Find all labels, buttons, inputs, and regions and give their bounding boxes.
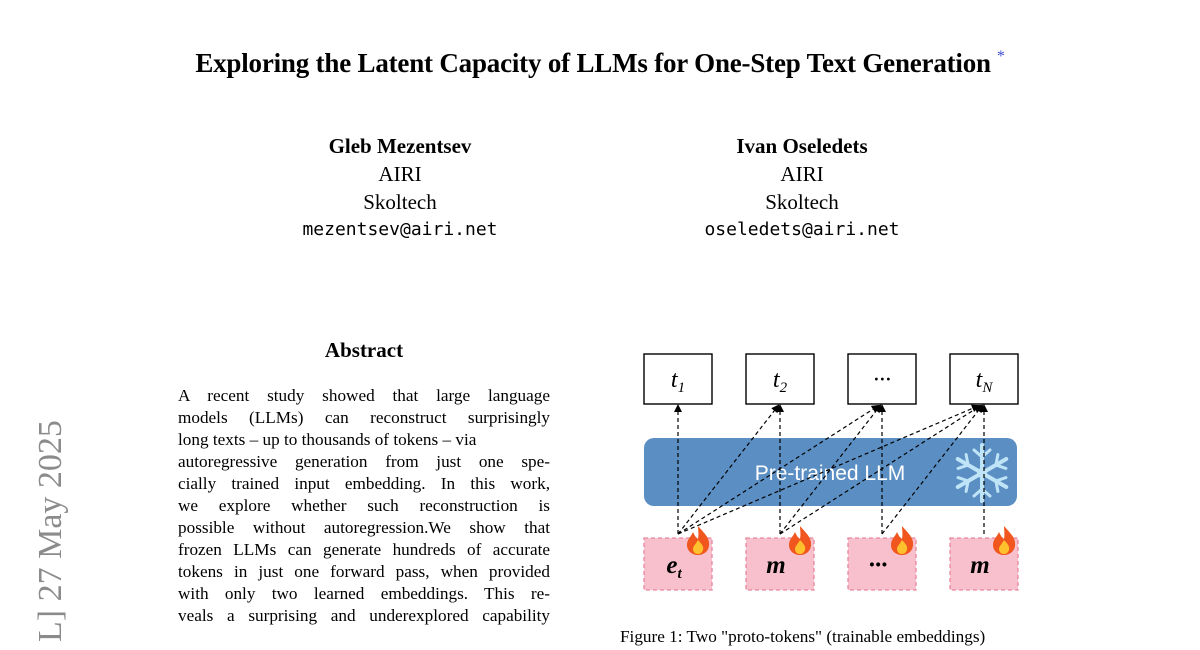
proto-token-box: et bbox=[643, 526, 713, 591]
abstract-body: A recent study showed that large languag… bbox=[178, 385, 550, 627]
author-name: Gleb Mezentsev bbox=[328, 134, 472, 158]
fire-icon bbox=[891, 526, 914, 555]
llm-block bbox=[644, 438, 1017, 506]
proto-token-box: m bbox=[949, 526, 1019, 591]
title-footnote-marker[interactable]: * bbox=[996, 48, 1005, 65]
abstract-line: veals a surprising and underexplored cap… bbox=[178, 606, 550, 625]
output-token-box: ··· bbox=[847, 353, 917, 405]
dependency-arrow bbox=[779, 404, 882, 535]
figure-diagram: Pre-trained LLM t1 t2 ··· tN et m ··· m bbox=[643, 353, 1019, 591]
output-token-box: t2 bbox=[745, 353, 815, 405]
abstract-line: with only two learned embeddings. This r… bbox=[178, 584, 550, 603]
author-affiliation: AIRI bbox=[378, 162, 422, 186]
dependency-arrow bbox=[677, 404, 980, 535]
abstract-line: possible without autoregression.We show … bbox=[178, 518, 550, 537]
fire-icon bbox=[993, 526, 1016, 555]
proto-token-label: m bbox=[766, 552, 785, 579]
paper-title: Exploring the Latent Capacity of LLMs fo… bbox=[195, 48, 1005, 78]
abstract-line: models (LLMs) can reconstruct surprising… bbox=[178, 408, 550, 427]
proto-token-box: m bbox=[745, 526, 815, 591]
author-email[interactable]: mezentsev@airi.net bbox=[302, 219, 498, 240]
abstract-line: frozen LLMs can generate hundreds of acc… bbox=[178, 540, 550, 559]
abstract-heading: Abstract bbox=[324, 338, 404, 362]
author-block: Gleb Mezentsev AIRI Skoltech mezentsev@a… bbox=[240, 132, 560, 244]
proto-token-label: ··· bbox=[869, 552, 888, 579]
author-affiliation: Skoltech bbox=[363, 190, 437, 214]
abstract-line: autoregressive generation from just one … bbox=[178, 452, 550, 471]
abstract-line: long texts – up to thousands of tokens –… bbox=[178, 430, 477, 449]
author-name: Ivan Oseledets bbox=[736, 134, 868, 158]
fire-icon bbox=[687, 526, 710, 555]
arxiv-stamp-text: L] 27 May 2025 bbox=[32, 420, 69, 642]
output-token-box: tN bbox=[949, 353, 1019, 405]
author-block: Ivan Oseledets AIRI Skoltech oseledets@a… bbox=[642, 132, 962, 244]
abstract-line: A recent study showed that large languag… bbox=[178, 386, 550, 405]
author-affiliation: AIRI bbox=[780, 162, 824, 186]
abstract-line: cially trained input embedding. In this … bbox=[178, 474, 550, 493]
output-token-box: t1 bbox=[643, 353, 713, 405]
dependency-arrow bbox=[779, 404, 982, 535]
arxiv-stamp: L] 27 May 2025 bbox=[20, 320, 80, 650]
dependency-arrow bbox=[881, 404, 984, 535]
author-affiliation: Skoltech bbox=[765, 190, 839, 214]
abstract-line: we explore whether such reconstruction i… bbox=[178, 496, 550, 515]
abstract-line: tokens in just one forward pass, when pr… bbox=[178, 562, 550, 581]
dependency-arrow bbox=[677, 404, 880, 535]
output-token-label: ··· bbox=[873, 367, 891, 393]
llm-label: Pre-trained LLM bbox=[755, 462, 906, 485]
author-email[interactable]: oseledets@airi.net bbox=[704, 219, 900, 240]
proto-token-box: ··· bbox=[847, 526, 917, 591]
proto-token-label: m bbox=[970, 552, 989, 579]
figure-caption: Figure 1: Two "proto-tokens" (trainable … bbox=[620, 627, 986, 646]
fire-icon bbox=[789, 526, 812, 555]
dependency-arrow bbox=[677, 404, 780, 535]
snowflake-icon bbox=[955, 443, 1009, 503]
